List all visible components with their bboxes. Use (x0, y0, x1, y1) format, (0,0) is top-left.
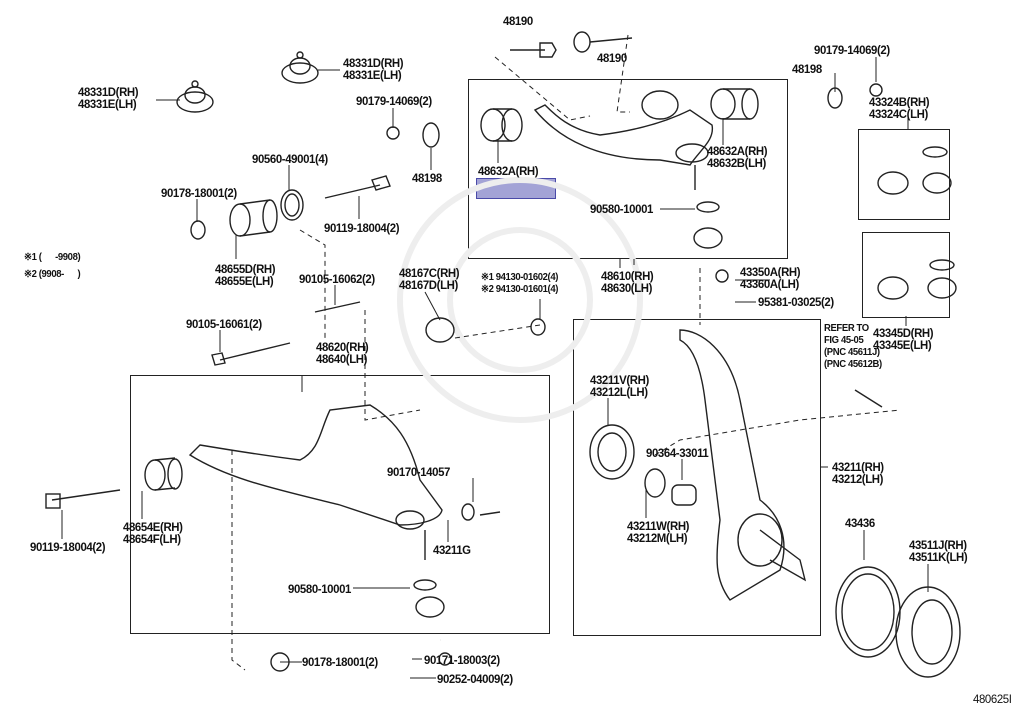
part-label-94130[interactable]: ※1 94130-01602(4)※2 94130-01601(4) (481, 272, 559, 295)
diagram-code: 480625I (973, 692, 1012, 706)
bushings-icons (144, 88, 759, 491)
part-label-43436[interactable]: 43436 (845, 516, 875, 530)
part-label-48632a[interactable]: 48632A(RH) (478, 164, 539, 178)
part-label-90105[interactable]: 90105-16062(2) (299, 272, 375, 286)
part-label-90179[interactable]: 90179-14069(2) (814, 43, 890, 57)
part-label-48331[interactable]: 48331D(RH)48331E(LH) (343, 56, 404, 82)
leader-lines (61, 57, 929, 679)
part-label-43511[interactable]: 43511J(RH)43511K(LH) (909, 538, 968, 564)
part-label-90171[interactable]: 90171-18003(2) (424, 653, 500, 667)
part-label-48167[interactable]: 48167C(RH)48167D(LH) (399, 266, 460, 292)
steering-knuckle-icon (589, 329, 807, 601)
part-label-90560[interactable]: 90560-49001(4) (252, 152, 328, 166)
bolts-icons (45, 31, 883, 516)
part-label-90178[interactable]: 90178-18001(2) (302, 655, 378, 669)
part-label-43324[interactable]: 43324B(RH)43324C(LH) (869, 95, 930, 121)
part-label-43211[interactable]: 43211(RH)43212(LH) (832, 460, 884, 486)
part-label-43211g[interactable]: 43211G (433, 543, 471, 557)
part-label-43211w[interactable]: 43211W(RH)43212M(LH) (627, 519, 690, 545)
watermark-emblem (397, 177, 643, 423)
part-label-90580[interactable]: 90580-10001 (288, 582, 352, 596)
part-label-48190[interactable]: 48190 (503, 14, 533, 28)
part-label-90178[interactable]: 90178-18001(2) (161, 186, 237, 200)
part-label-90179[interactable]: 90179-14069(2) (356, 94, 432, 108)
part-label-43350[interactable]: 43350A(RH)43360A(LH) (740, 265, 801, 291)
part-label-48198[interactable]: 48198 (412, 171, 442, 185)
part-label-48632[interactable]: 48632A(RH)48632B(LH) (707, 144, 768, 170)
part-label-90170[interactable]: 90170-14057 (387, 465, 451, 479)
part-label-90119[interactable]: 90119-18004(2) (324, 221, 400, 235)
part-label-48654[interactable]: 48654E(RH)48654F(LH) (123, 520, 183, 546)
part-label-90580[interactable]: 90580-10001 (590, 202, 654, 216)
upper-arm-group-box (468, 79, 788, 259)
part-label-48331[interactable]: 48331D(RH)48331E(LH) (78, 85, 139, 111)
part-label-48610[interactable]: 48610(RH)48630(LH) (601, 269, 654, 295)
part-label-90119[interactable]: 90119-18004(2) (30, 540, 106, 554)
note-2: ※2 (9908- ) (24, 269, 81, 280)
ball-joint-cover-icons (176, 51, 319, 113)
part-label-95381[interactable]: 95381-03025(2) (758, 295, 834, 309)
knuckle-group-box (573, 319, 821, 636)
part-label-48198[interactable]: 48198 (792, 62, 822, 76)
note-1: ※1 ( -9908) (24, 252, 81, 263)
part-label-48655[interactable]: 48655D(RH)48655E(LH) (215, 262, 276, 288)
part-label-48190[interactable]: 48190 (597, 51, 627, 65)
lower-arm-group-box (130, 375, 550, 634)
upper-control-arm-icon (533, 90, 723, 249)
part-label-90105[interactable]: 90105-16061(2) (186, 317, 262, 331)
part-label-48620[interactable]: 48620(RH)48640(LH) (316, 340, 369, 366)
dashed-guides (231, 34, 901, 671)
lower-control-arm-icon (188, 404, 445, 618)
part-label-90364[interactable]: 90364-33011 (646, 446, 709, 460)
part-label-43345[interactable]: 43345D(RH)43345E(LH) (873, 326, 934, 352)
seals-icons (190, 83, 961, 678)
part-label-43211v[interactable]: 43211V(RH)43212L(LH) (590, 373, 649, 399)
boot-kit-box-upper (858, 129, 950, 220)
part-label-90252[interactable]: 90252-04009(2) (437, 672, 513, 686)
